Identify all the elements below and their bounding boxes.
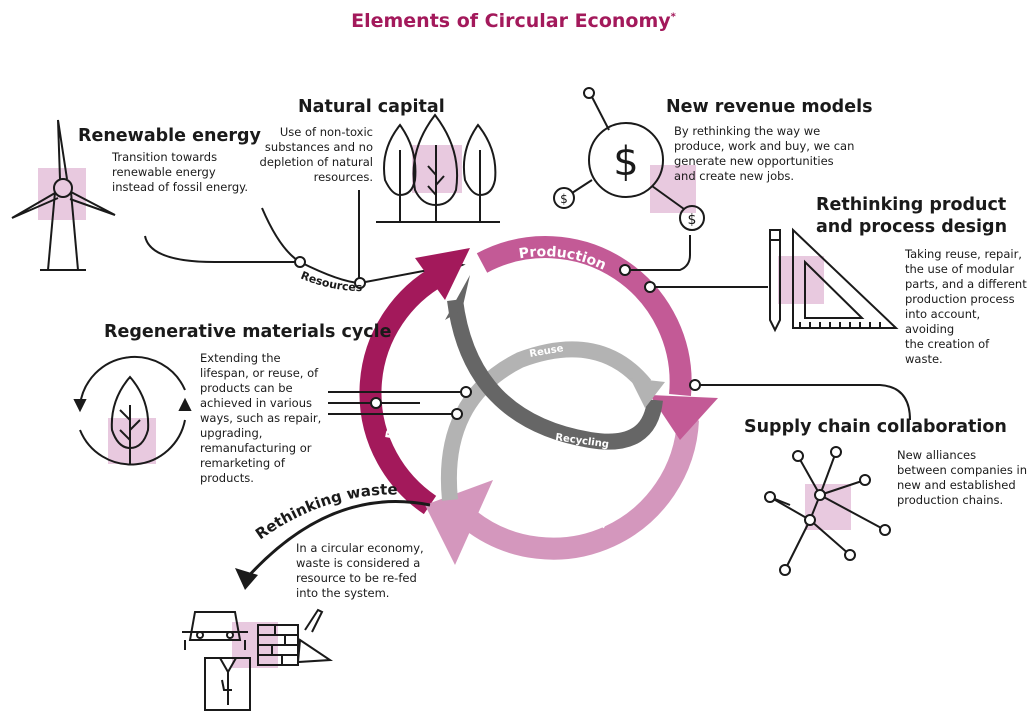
renewable-heading: Renewable energy [78, 126, 261, 146]
resources-flow [144, 190, 466, 285]
natural-text: Use of non-toxic substances and no deple… [259, 125, 373, 184]
regen-text: Extending the lifespan, or reuse, of pro… [200, 351, 322, 485]
waste-items-icon [182, 608, 334, 711]
waste-curve [243, 500, 431, 582]
production-arrowhead [650, 395, 718, 440]
network-icon [764, 446, 891, 576]
use-arc [463, 419, 699, 560]
regen-heading: Regenerative materials cycle [104, 322, 392, 342]
design-heading: Rethinking product and process design [816, 195, 1008, 237]
svg-text:$: $ [613, 139, 638, 185]
revenue-heading: New revenue models [666, 97, 873, 117]
resources-nodes [294, 256, 366, 289]
supply-text: New alliances between companies in new a… [897, 448, 1027, 507]
waste-heading: Rethinking waste [252, 481, 398, 544]
renewable-text: Transition towards renewable energy inst… [112, 150, 249, 194]
inner-recycling-arrowhead [445, 275, 470, 320]
waste-arrowhead [235, 568, 258, 590]
dollar-network-icon: $ $ $ [553, 87, 705, 231]
use-label: Use [579, 502, 612, 530]
natural-heading: Natural capital [298, 97, 445, 117]
trees-icon [376, 113, 500, 223]
revenue-text: By rethinking the way we produce, work a… [674, 124, 855, 183]
leaf-cycle-icon [73, 355, 192, 466]
design-text: Taking reuse, repair, the use of modular… [905, 247, 1027, 366]
inner-recycling-loop [447, 298, 663, 450]
waste-text: In a circular economy, waste is consider… [296, 541, 424, 600]
resources-label: Resources [299, 269, 363, 294]
recycling-arrowhead [415, 248, 470, 300]
ruler-triangle-icon [769, 227, 899, 333]
wind-turbine-icon [11, 119, 116, 271]
recycling-arc [359, 265, 446, 515]
svg-text:$: $ [560, 192, 568, 206]
inner-loops [440, 298, 663, 501]
svg-text:$: $ [688, 212, 697, 228]
use-arrowhead [425, 480, 493, 565]
reuse-arrowhead [630, 378, 665, 408]
supply-heading: Supply chain collaboration [744, 417, 1007, 437]
page-title: Elements of Circular Economy* [351, 10, 676, 32]
connectors [328, 235, 911, 421]
reuse-loop [440, 341, 652, 501]
connector-nodes [370, 264, 701, 420]
